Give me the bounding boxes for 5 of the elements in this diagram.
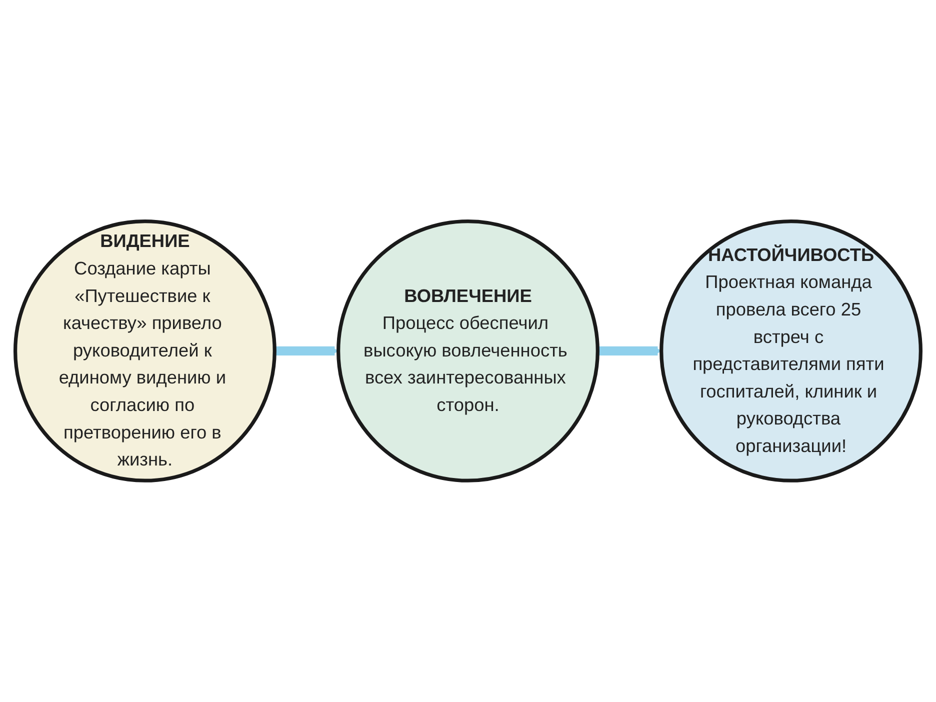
arrow bbox=[598, 346, 662, 356]
arrow bbox=[274, 346, 339, 356]
node-circle: ВОВЛЕЧЕНИЕ Процесс обеспечил высокую вовлеченность всех заинтересованных сторон. bbox=[336, 220, 600, 482]
node-circle: НАСТОЙЧИВОСТЬ Проектная команда провела всего 25 встреч с представителями пяти госпиталей, клиник и руководства организации! bbox=[660, 220, 922, 482]
node-circle: ВИДЕНИЕ Создание карты «Путешествие к качеству» привело руководителей к единому видению и согласию по претворению его в жизнь. bbox=[13, 220, 276, 482]
